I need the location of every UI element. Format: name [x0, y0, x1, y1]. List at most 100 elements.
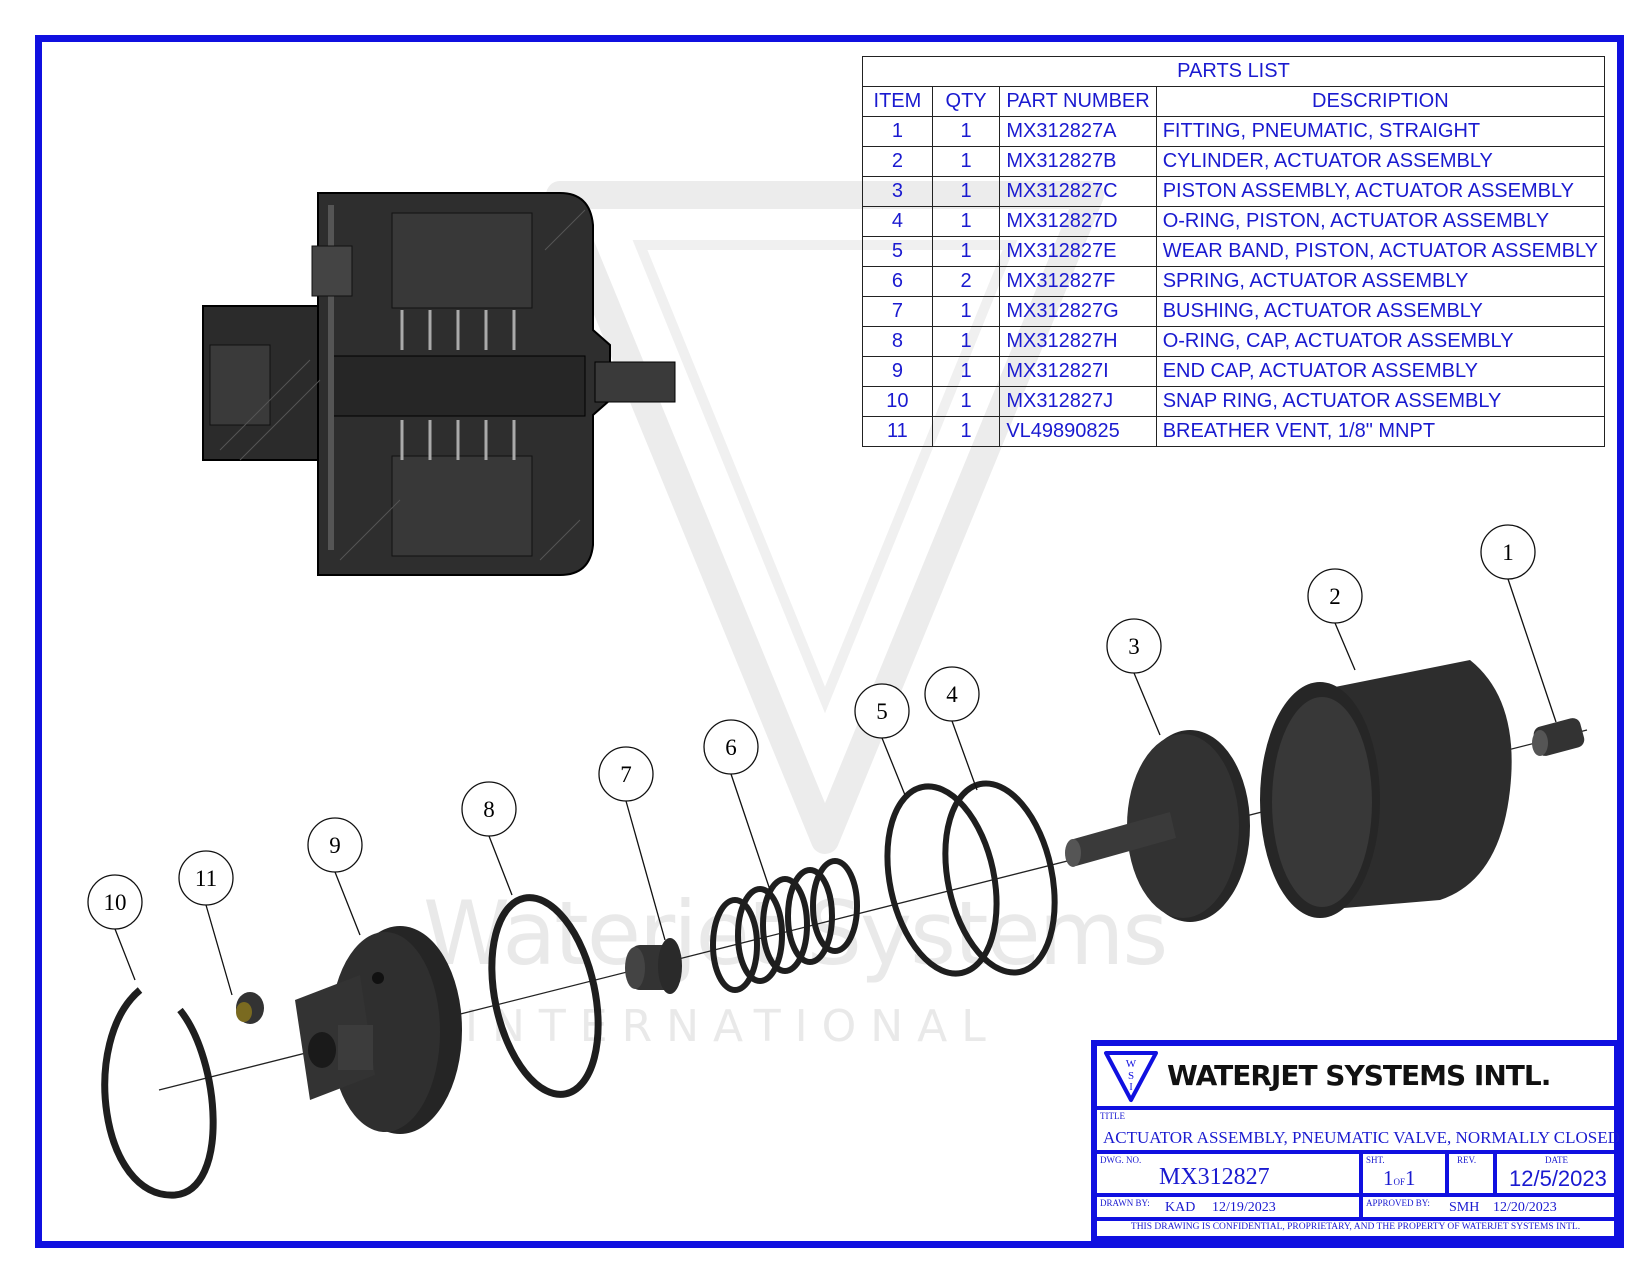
qty-cell: 1: [931, 326, 1001, 357]
balloon-number: 7: [620, 762, 632, 787]
part-number-cell: MX312827A: [999, 116, 1157, 147]
parts-list-table: PARTS LIST ITEM QTY PART NUMBER DESCRIPT…: [862, 56, 1606, 447]
spring-part: [710, 858, 860, 993]
qty-cell: 1: [931, 416, 1001, 447]
item-cell: 8: [862, 326, 933, 357]
column-header-qty: QTY: [931, 86, 1001, 117]
column-header-part-number: PART NUMBER: [999, 86, 1157, 117]
exploded-view: [101, 660, 1588, 1199]
balloon-3: 3: [1106, 618, 1162, 736]
approved-by-label: APPROVED BY:: [1366, 1198, 1430, 1208]
leader-line: [114, 928, 136, 981]
qty-cell: 1: [931, 236, 1001, 267]
balloon-2: 2: [1307, 568, 1363, 671]
balloon-5: 5: [854, 683, 910, 796]
balloon-4: 4: [924, 666, 980, 791]
description-cell: BUSHING, ACTUATOR ASSEMBLY: [1155, 296, 1606, 327]
balloon-number: 8: [483, 797, 495, 822]
balloon-10: 10: [87, 874, 143, 981]
balloon-circle: [1480, 524, 1536, 580]
leader-line: [205, 904, 233, 996]
part-number-cell: MX312827F: [999, 266, 1157, 297]
balloon-circle: [598, 746, 654, 802]
description-cell: SPRING, ACTUATOR ASSEMBLY: [1155, 266, 1606, 297]
sheet-total: 1: [1405, 1166, 1416, 1190]
description-cell: SNAP RING, ACTUATOR ASSEMBLY: [1155, 386, 1606, 417]
balloon-number: 5: [876, 699, 888, 724]
balloon-1: 1: [1480, 524, 1557, 723]
title-block: W S I WATERJET SYSTEMS INTL. TITLE ACTUA…: [1091, 1040, 1620, 1242]
balloon-9: 9: [307, 817, 363, 936]
balloon-number: 6: [725, 735, 737, 760]
item-cell: 11: [862, 416, 933, 447]
leader-line: [334, 871, 361, 936]
date-cell: DATE 12/5/2023: [1493, 1154, 1614, 1193]
approved-by: SMH: [1449, 1200, 1480, 1215]
approved-date: 12/20/2023: [1493, 1200, 1557, 1215]
item-cell: 5: [862, 236, 933, 267]
balloon-7: 7: [598, 746, 666, 941]
title-block-header: W S I WATERJET SYSTEMS INTL.: [1097, 1046, 1614, 1110]
part-number-cell: MX312827D: [999, 206, 1157, 237]
svg-text:W: W: [1126, 1058, 1137, 1070]
drawn-by-label: DRAWN BY:: [1100, 1198, 1150, 1208]
rev-label: REV.: [1457, 1155, 1477, 1165]
part-number-cell: MX312827E: [999, 236, 1157, 267]
approval-row: DRAWN BY: KAD 12/19/2023 APPROVED BY: SM…: [1097, 1197, 1614, 1221]
description-cell: CYLINDER, ACTUATOR ASSEMBLY: [1155, 146, 1606, 177]
balloon-number: 9: [329, 833, 341, 858]
description-cell: PISTON ASSEMBLY, ACTUATOR ASSEMBLY: [1155, 176, 1606, 207]
balloon-circle: [1106, 618, 1162, 674]
bushing-part: [625, 938, 682, 994]
section-view: [202, 192, 676, 576]
part-number-cell: MX312827C: [999, 176, 1157, 207]
balloon-6: 6: [703, 719, 771, 891]
confidential-notice: THIS DRAWING IS CONFIDENTIAL, PROPRIETAR…: [1130, 1222, 1581, 1232]
piston-part: [1065, 730, 1250, 922]
item-cell: 3: [862, 176, 933, 207]
o-ring-piston-part: [942, 780, 1058, 976]
balloon-circle: [307, 817, 363, 873]
leader-line: [625, 800, 666, 941]
drawing-border: [35, 35, 1624, 1248]
date-label: DATE: [1545, 1155, 1568, 1165]
balloon-number: 11: [195, 866, 217, 891]
balloon-circle: [1307, 568, 1363, 624]
part-number-cell: MX312827B: [999, 146, 1157, 177]
balloon-group: 1 2 3 4 5 6 7 8 9 10 11: [87, 524, 1557, 996]
o-ring-cap-part: [488, 894, 602, 1098]
sheet-label: SHT.: [1366, 1155, 1385, 1165]
cylinder-part: [1260, 660, 1512, 918]
dwg-no-label: DWG. NO.: [1100, 1155, 1142, 1165]
end-cap-part: [295, 926, 462, 1134]
item-cell: 2: [862, 146, 933, 177]
description-cell: O-RING, PISTON, ACTUATOR ASSEMBLY: [1155, 206, 1606, 237]
item-cell: 6: [862, 266, 933, 297]
qty-cell: 1: [931, 176, 1001, 207]
sheet-of: OF: [1393, 1177, 1406, 1187]
balloon-circle: [854, 683, 910, 739]
balloon-number: 1: [1502, 540, 1514, 565]
description-cell: FITTING, PNEUMATIC, STRAIGHT: [1155, 116, 1606, 147]
balloon-circle: [703, 719, 759, 775]
balloon-circle: [924, 666, 980, 722]
leader-line: [951, 720, 978, 791]
balloon-number: 4: [946, 682, 958, 707]
title-row: TITLE ACTUATOR ASSEMBLY, PNEUMATIC VALVE…: [1097, 1110, 1620, 1154]
drawing-date: 12/5/2023: [1509, 1166, 1607, 1191]
approved-cell: APPROVED BY: SMH 12/20/2023: [1359, 1197, 1614, 1217]
wear-band-part: [884, 783, 1000, 977]
description-cell: BREATHER VENT, 1/8" MNPT: [1155, 416, 1606, 447]
part-number-cell: MX312827J: [999, 386, 1157, 417]
item-cell: 7: [862, 296, 933, 327]
svg-text:S: S: [1128, 1070, 1134, 1082]
